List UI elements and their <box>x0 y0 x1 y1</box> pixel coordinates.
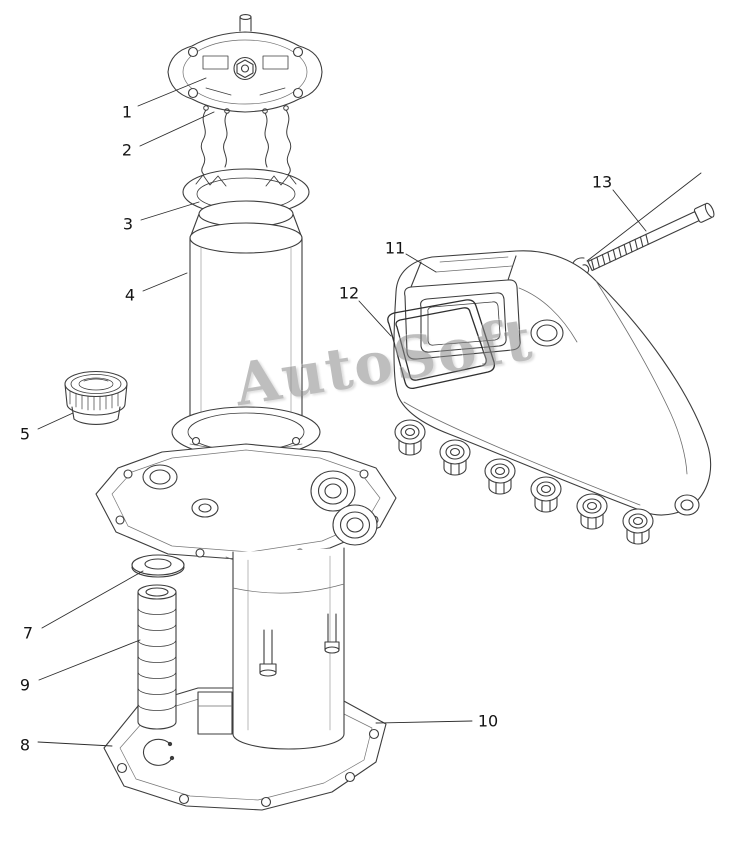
pump-housing-drawing <box>95 406 397 562</box>
callout-1: 1 <box>121 102 133 122</box>
callout-12: 12 <box>338 283 360 303</box>
callout-13: 13 <box>591 172 613 192</box>
callout-8: 8 <box>19 735 31 755</box>
part-7-washer-drawing <box>131 554 185 578</box>
part-8-snap-ring-drawing <box>143 738 175 766</box>
callout-11: 11 <box>384 238 406 258</box>
part-13-bolt-drawing <box>571 202 715 277</box>
callout-2: 2 <box>121 140 133 160</box>
part-2-retainer-wires-drawing <box>200 105 292 177</box>
part-9-filter-tube-drawing <box>137 584 177 730</box>
part-4-cylinder-drawing <box>189 200 303 425</box>
part-1-flange-drawing <box>167 14 323 113</box>
part-11-manifold-drawing <box>393 250 712 545</box>
callout-9: 9 <box>19 675 31 695</box>
callout-7: 7 <box>22 623 34 643</box>
callout-3: 3 <box>122 214 134 234</box>
leader-lines <box>37 77 702 747</box>
callout-5: 5 <box>19 424 31 444</box>
callout-10: 10 <box>477 711 499 731</box>
part-3-collar-ring-drawing <box>182 168 310 216</box>
part-12-gasket-drawing <box>387 299 496 390</box>
part-5-cap-drawing <box>64 370 128 425</box>
callout-4: 4 <box>124 285 136 305</box>
pump-lower-body-drawing <box>197 547 345 750</box>
